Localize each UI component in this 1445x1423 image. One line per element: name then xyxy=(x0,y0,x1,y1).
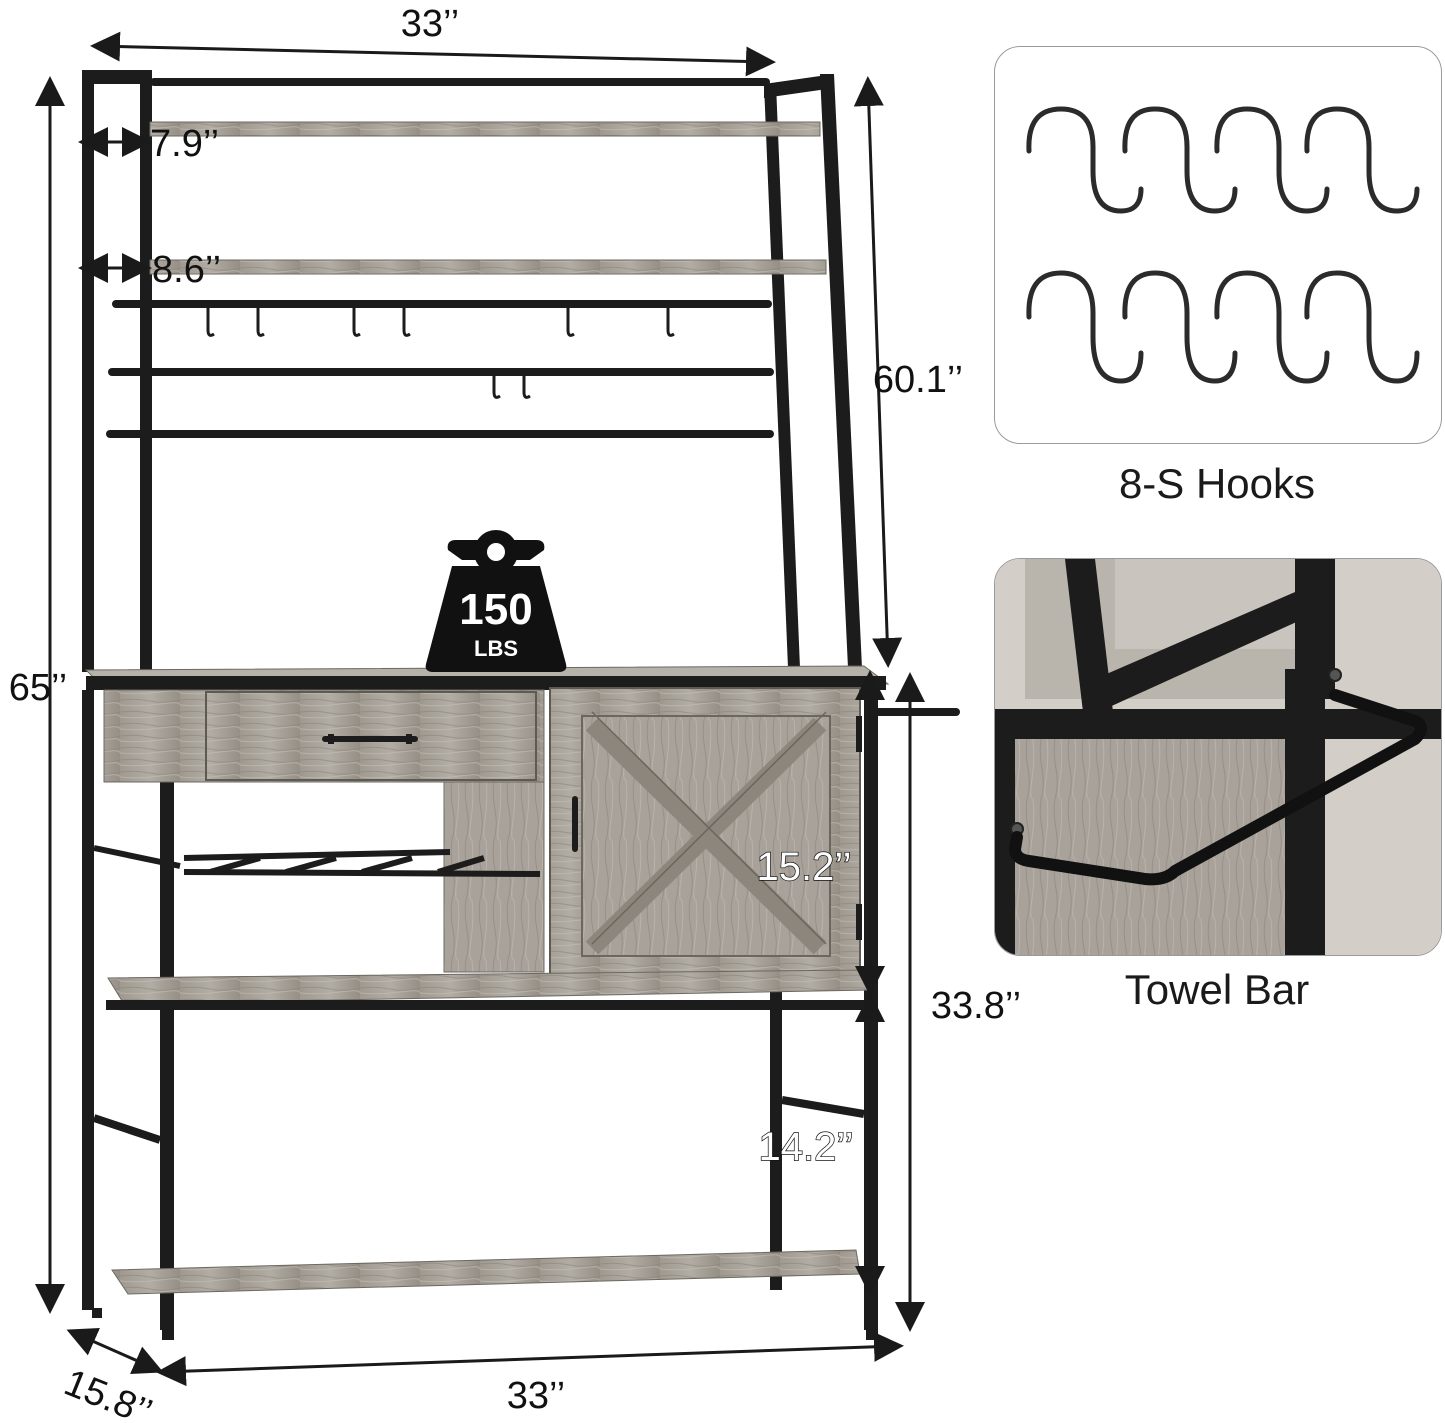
weight-unit: LBS xyxy=(474,636,518,661)
hutch-right-post xyxy=(764,84,800,668)
middle-rail xyxy=(108,368,774,376)
top-shelf-depth-label: 7.9’’ xyxy=(150,123,219,165)
s-hook-icon xyxy=(1304,106,1420,214)
middle-shelf xyxy=(107,969,871,1005)
barn-door-x xyxy=(585,717,827,955)
middle-shelf-rail xyxy=(106,1000,866,1010)
towel-bar-icon xyxy=(1009,689,1427,886)
countertop-edge xyxy=(86,676,886,690)
counter-height-label: 33.8’’ xyxy=(931,985,1021,1027)
s-hooks-illustration xyxy=(1026,106,1420,384)
towel-bar-closeup xyxy=(995,559,1441,955)
bottom-shelf xyxy=(111,1249,861,1295)
hutch-frame xyxy=(82,70,862,672)
right-crossbar xyxy=(781,1096,865,1118)
hooks-caption: 8-S Hooks xyxy=(1118,460,1316,507)
cabinet-side xyxy=(443,781,545,973)
lower-rail xyxy=(106,430,774,438)
s-hook-icon xyxy=(1214,270,1330,384)
bottom-clearance-label: 14.2’’ xyxy=(759,1125,854,1169)
top-width-label: 33’’ xyxy=(401,3,459,45)
s-hook-icon xyxy=(1026,270,1144,384)
hook-rail xyxy=(112,300,772,308)
hutch-right-post-outer xyxy=(820,74,862,668)
hutch-height-label: 60.1’’ xyxy=(873,359,963,401)
weight-badge: 150 LBS xyxy=(425,530,567,672)
hooks-inset xyxy=(994,46,1442,444)
second-shelf-depth-label: 8.6’’ xyxy=(152,249,221,291)
door-handle xyxy=(572,796,578,852)
s-hook-icon xyxy=(1026,106,1144,214)
dimension-lines xyxy=(35,31,925,1387)
weight-value: 150 xyxy=(459,585,532,634)
towel-bar-caption: Towel Bar xyxy=(1124,966,1310,1013)
bottom-width-label: 33’’ xyxy=(507,1375,565,1417)
s-hook-icon xyxy=(1122,106,1238,214)
towel-bar-inset xyxy=(994,558,1442,956)
drawer-handle xyxy=(322,736,418,742)
base-left-back-post xyxy=(82,690,94,1310)
top-rail xyxy=(150,78,770,86)
s-hook-icon xyxy=(1304,270,1420,384)
cabinet-height-label: 15.2’’ xyxy=(757,845,852,889)
hutch-left-post xyxy=(82,72,94,672)
total-height-label: 65’’ xyxy=(9,667,67,709)
base-frame xyxy=(82,665,960,1340)
s-hook-icon xyxy=(1214,106,1330,214)
top-shelf xyxy=(149,121,821,137)
s-hook-icon xyxy=(1122,270,1238,384)
rail-hooks xyxy=(206,308,675,399)
wine-rack xyxy=(93,845,541,877)
second-shelf xyxy=(149,259,827,275)
left-crossbar xyxy=(92,1114,162,1144)
depth-label: 15.8’’ xyxy=(58,1362,157,1423)
